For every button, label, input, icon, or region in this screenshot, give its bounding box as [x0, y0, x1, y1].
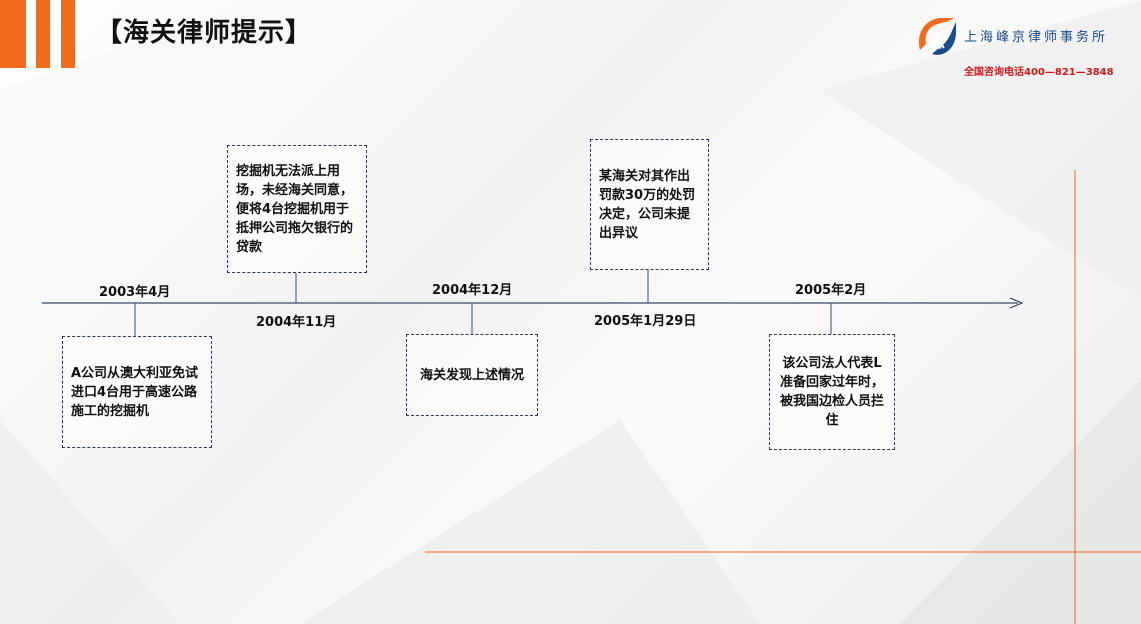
event-text: 海关发现上述情况 — [419, 367, 524, 383]
firm-logo-icon: 志 — [918, 18, 956, 55]
event-date: 2003年4月 — [99, 285, 171, 300]
event-text: 某海关对其作出罚款30万的处罚决定，公司未提出异议 — [599, 168, 696, 241]
svg-text:志: 志 — [929, 32, 945, 51]
event-text: 该公司法人代表L准备回家过年时，被我国边检人员拦住 — [779, 356, 884, 428]
event-box: 该公司法人代表L准备回家过年时，被我国边检人员拦住 — [769, 334, 895, 450]
accent-bar — [36, 0, 50, 68]
page-title: 【海关律师提示】 — [96, 18, 313, 48]
accent-bar — [0, 0, 26, 68]
hotline-text: 全国咨询电话400—821—3848 — [964, 67, 1114, 78]
event-date: 2004年12月 — [432, 283, 513, 298]
event-date: 2005年2月 — [795, 283, 867, 298]
event-text: 挖掘机无法派上用场，未经海关同意，便将4台挖掘机用于抵押公司拖欠银行的贷款 — [236, 163, 354, 255]
firm-name: 上海峰京律师事务所 — [964, 30, 1109, 45]
event-date: 2004年11月 — [256, 315, 337, 330]
event-box: 海关发现上述情况 — [406, 334, 538, 416]
event-box: 挖掘机无法派上用场，未经海关同意，便将4台挖掘机用于抵押公司拖欠银行的贷款 — [227, 145, 367, 273]
accent-bar — [61, 0, 75, 68]
event-box: 某海关对其作出罚款30万的处罚决定，公司未提出异议 — [590, 139, 709, 270]
event-box: A公司从澳大利亚免试进口4台用于高速公路施工的挖掘机 — [62, 336, 212, 448]
event-date: 2005年1月29日 — [594, 314, 697, 329]
event-text: A公司从澳大利亚免试进口4台用于高速公路施工的挖掘机 — [71, 365, 199, 419]
axis-arrow-icon — [1009, 297, 1024, 309]
